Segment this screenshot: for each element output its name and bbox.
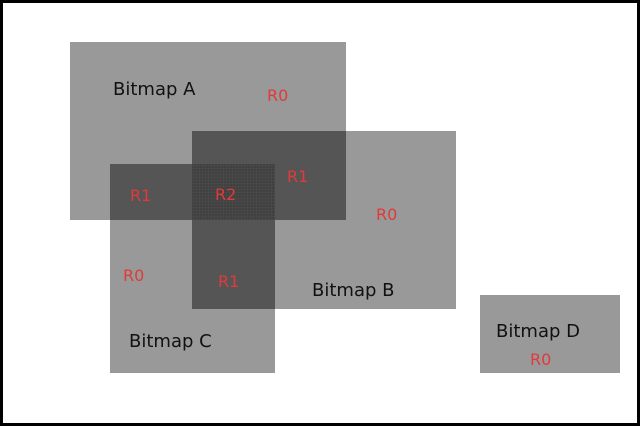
bitmap-c-label: Bitmap C xyxy=(129,331,212,352)
overlap-a-b-region: R1 xyxy=(287,167,309,186)
bitmap-a-label: Bitmap A xyxy=(113,79,196,100)
bitmap-c-region: R0 xyxy=(123,266,145,285)
overlap-a-c xyxy=(110,164,192,220)
overlap-b-c-region: R1 xyxy=(218,272,240,291)
bitmap-b-region: R0 xyxy=(376,205,398,224)
bitmap-d xyxy=(480,295,620,373)
bitmap-d-region: R0 xyxy=(530,350,552,369)
overlap-a-b-c-region: R2 xyxy=(215,185,237,204)
overlap-b-c xyxy=(192,220,275,309)
overlap-a-b-c xyxy=(192,164,275,220)
overlap-a-b-top xyxy=(192,131,275,164)
overlap-a-c-region: R1 xyxy=(130,186,152,205)
bitmap-b-label: Bitmap B xyxy=(312,280,395,301)
bitmap-a-region: R0 xyxy=(267,86,289,105)
bitmap-d-label: Bitmap D xyxy=(496,321,580,342)
overlap-a-b xyxy=(275,131,346,220)
